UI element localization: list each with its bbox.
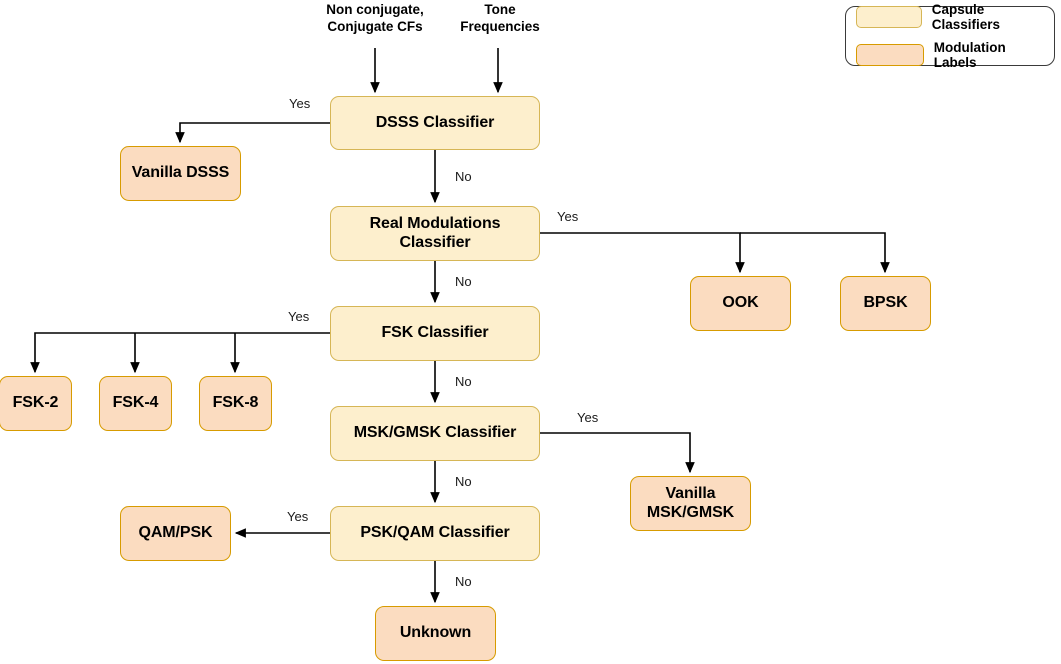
edge-realmod-yes-to-bpsk <box>740 232 890 274</box>
lbl-mskgmsk-no: No <box>455 474 472 489</box>
in-tone: Tone Frequencies <box>460 2 540 34</box>
node-dsss-classifier[interactable]: DSSS Classifier <box>330 96 540 150</box>
node-qam-psk[interactable]: QAM/PSK <box>120 506 231 561</box>
lbl-fsk-no: No <box>455 374 472 389</box>
node-fsk-4[interactable]: FSK-4 <box>99 376 172 431</box>
legend-modulation-labels: Modulation Labels <box>933 40 1006 70</box>
lbl-realmod-no: No <box>455 274 472 289</box>
node-fsk-2[interactable]: FSK-2 <box>0 376 72 431</box>
node-label-msk-gmsk-classifier: MSK/GMSK Classifier <box>353 424 517 442</box>
node-label-vanilla-msk-gmsk: Vanilla MSK/GMSK <box>646 485 735 521</box>
node-bpsk[interactable]: BPSK <box>840 276 931 331</box>
node-label-psk-qam-classifier: PSK/QAM Classifier <box>360 524 510 542</box>
legend-capsule-classifiers: Capsule Classifiers <box>931 2 1001 32</box>
edge-realmod-yes-to-ook <box>540 232 745 274</box>
lbl-mskgmsk-yes: Yes <box>577 410 599 425</box>
legend-swatch-label <box>856 44 924 66</box>
legend-swatch-classifier <box>856 6 922 28</box>
lbl-fsk-yes: Yes <box>288 309 310 324</box>
lbl-pskqam-yes: Yes <box>287 509 309 524</box>
node-label-fsk-2: FSK-2 <box>12 394 59 412</box>
node-vanilla-dsss[interactable]: Vanilla DSSS <box>120 146 241 201</box>
node-label-fsk-8: FSK-8 <box>212 394 259 412</box>
in-noncfs: Non conjugate, Conjugate CFs <box>326 2 424 34</box>
legend-row-label: Modulation Labels <box>856 40 1042 70</box>
edge-dsss-yes-to-vanilla-dsss <box>175 122 330 144</box>
node-psk-qam-classifier[interactable]: PSK/QAM Classifier <box>330 506 540 561</box>
edge-fsk-yes-to-fsk2 <box>30 332 330 374</box>
node-label-dsss-classifier: DSSS Classifier <box>375 113 495 131</box>
node-label-vanilla-dsss: Vanilla DSSS <box>131 164 230 182</box>
lbl-pskqam-no: No <box>455 574 472 589</box>
node-fsk-8[interactable]: FSK-8 <box>199 376 272 431</box>
node-label-qam-psk: QAM/PSK <box>138 524 213 542</box>
lbl-dsss-no: No <box>455 169 472 184</box>
node-real-mod-classifier[interactable]: Real Modulations Classifier <box>330 206 540 261</box>
node-fsk-classifier[interactable]: FSK Classifier <box>330 306 540 361</box>
node-label-real-mod-classifier: Real Modulations Classifier <box>369 215 501 251</box>
node-unknown[interactable]: Unknown <box>375 606 496 661</box>
lbl-realmod-yes: Yes <box>557 209 579 224</box>
legend-row-classifier: Capsule Classifiers <box>856 2 1042 32</box>
edge-mskgmsk-yes-to-vanilla <box>540 432 695 474</box>
node-label-fsk-classifier: FSK Classifier <box>381 324 489 342</box>
node-label-fsk-4: FSK-4 <box>112 394 159 412</box>
node-label-bpsk: BPSK <box>863 294 908 312</box>
node-msk-gmsk-classifier[interactable]: MSK/GMSK Classifier <box>330 406 540 461</box>
node-label-ook: OOK <box>722 294 759 312</box>
node-ook[interactable]: OOK <box>690 276 791 331</box>
node-vanilla-msk-gmsk[interactable]: Vanilla MSK/GMSK <box>630 476 751 531</box>
lbl-dsss-yes: Yes <box>289 96 311 111</box>
node-label-unknown: Unknown <box>399 624 472 642</box>
